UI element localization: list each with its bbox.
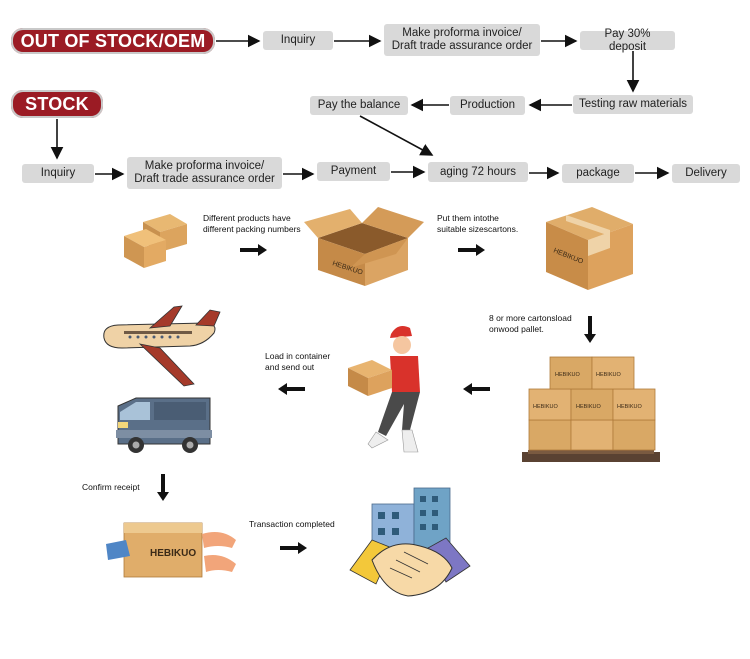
receipt-box-icon: HEBIKUO [106, 522, 236, 578]
svg-text:HEBIKUO: HEBIKUO [533, 404, 558, 410]
process-arrows [157, 244, 596, 554]
stock-tag: STOCK [11, 90, 103, 118]
svg-text:HEBIKUO: HEBIKUO [576, 404, 601, 410]
flow-arrows [50, 34, 670, 181]
oos-proforma-step: Make proforma invoice/ Draft trade assur… [384, 24, 540, 56]
stock-inquiry-step: Inquiry [22, 164, 94, 183]
deposit-step: Pay 30% deposit [580, 28, 675, 53]
stock-proforma-step: Make proforma invoice/ Draft trade assur… [127, 157, 282, 189]
container-note: Load in container and send out [265, 351, 331, 372]
completed-note: Transaction completed [249, 519, 335, 529]
stock-label: STOCK [25, 93, 89, 114]
aging-step: aging 72 hours [428, 162, 528, 182]
open-carton-icon: HEBIKUO [304, 207, 424, 286]
out-of-stock-oem-tag: OUT OF STOCK/OEM [11, 28, 215, 54]
svg-text:HEBIKUO: HEBIKUO [617, 404, 642, 410]
production-step: Production [450, 96, 525, 115]
package-step: package [562, 164, 634, 183]
pallet-note: 8 or more cartonsload onwood pallet. [489, 313, 572, 334]
box-brand: HEBIKUO [150, 548, 196, 559]
handshake-buildings-icon [349, 487, 471, 597]
out-of-stock-oem-label: OUT OF STOCK/OEM [20, 30, 206, 51]
cartons-note: Put them intothe suitable sizescartons. [437, 213, 519, 234]
payment-step: Payment [317, 162, 390, 181]
small-boxes-icon [124, 214, 187, 268]
svg-text:HEBIKUO: HEBIKUO [555, 372, 580, 378]
delivery-man-icon [348, 326, 420, 453]
svg-text:HEBIKUO: HEBIKUO [596, 372, 621, 378]
oos-inquiry-step: Inquiry [263, 31, 333, 50]
balance-step: Pay the balance [310, 96, 408, 115]
pallet-stack-icon: HEBIKUO HEBIKUO HEBIKUO HEBIKUO HEBIKUO [522, 356, 660, 462]
airplane-icon [103, 305, 221, 387]
closed-carton-icon: HEBIKUO [546, 207, 633, 290]
packing-note: Different products have different packin… [203, 213, 301, 234]
confirm-note: Confirm receipt [82, 482, 140, 492]
van-icon [116, 397, 212, 453]
testing-step: Testing raw materials [573, 95, 693, 114]
delivery-step: Delivery [672, 164, 740, 183]
